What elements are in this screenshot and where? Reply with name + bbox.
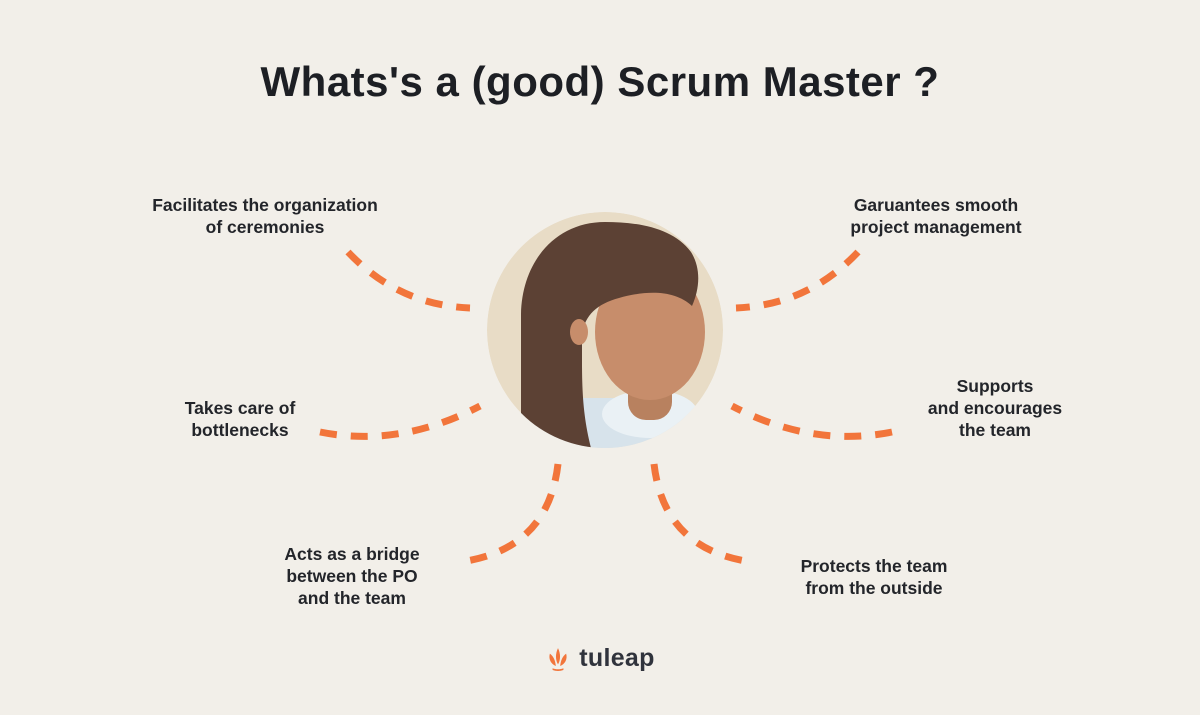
connector-top-left [345,249,471,312]
label-protects-team: Protects the team from the outside [800,556,948,598]
connector-mid-left [319,402,482,440]
label-supports-encourages-team: Supports and encourages the team [927,376,1063,440]
tuleap-logo-icon [549,647,567,671]
label-takes-care-of-bottlenecks: Takes care of bottlenecks [184,398,296,440]
page-title: Whats's a (good) Scrum Master ? [260,58,940,105]
avatar-hair [521,222,699,448]
connector-bottom-left [459,463,562,566]
connector-top-right [735,249,861,312]
connector-bottom-right [650,463,753,566]
label-bridge-po-team: Acts as a bridge between the PO and the … [284,544,420,608]
tuleap-logo: tuleap [0,644,1200,673]
avatar-face [595,264,705,400]
label-facilitates-ceremonies: Facilitates the organization of ceremoni… [152,195,378,237]
connector-mid-right [730,402,893,440]
label-guarantees-project-management: Garuantees smooth project management [850,195,1022,237]
avatar-ear [570,319,588,345]
scrum-master-avatar [487,212,723,448]
tuleap-logo-text: tuleap [579,644,655,672]
